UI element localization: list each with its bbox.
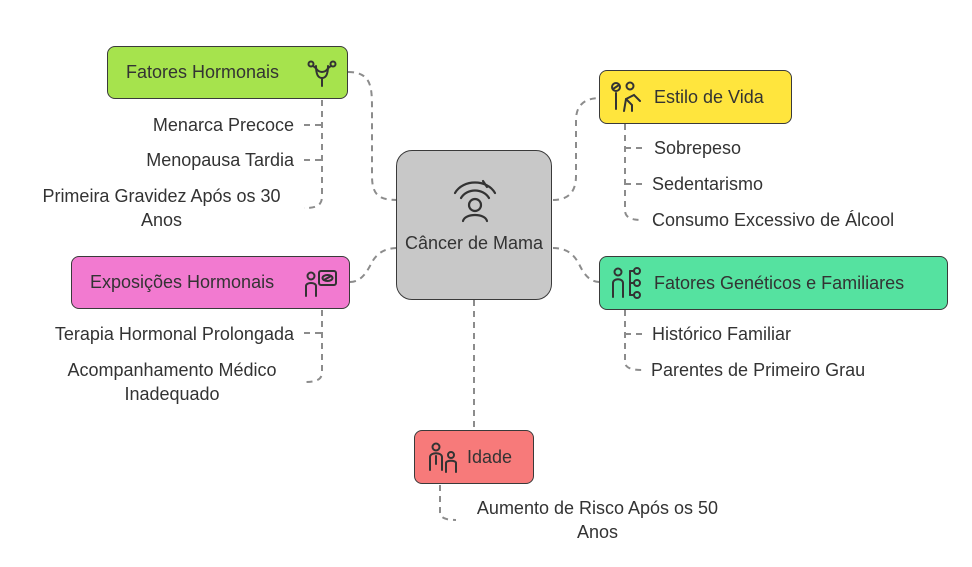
branch-fatores-geneticos: Fatores Genéticos e Familiares [599,256,948,310]
leaf-sobrepeso: Sobrepeso [654,138,742,158]
link-exposicoes-items [303,310,323,383]
center-label: Câncer de Mama [404,233,544,253]
branch-idade: Idade [414,430,534,484]
link-hormonal [347,71,399,201]
uterus-icon [307,60,337,87]
leaf-consumo-alcool: Consumo Excessivo de Álcool [652,210,895,230]
branch-label: Exposições Hormonais [90,272,275,292]
branch-label: Fatores Hormonais [126,62,280,82]
family-tree-icon [612,267,641,299]
branch-label: Fatores Genéticos e Familiares [654,272,905,293]
people-icon [429,442,457,473]
leaf-primeira-gravidez: Primeira Gravidez Após os 30 Anos [42,186,281,230]
medical-board-icon [305,270,337,297]
leaf-acompanhamento-medico: Acompanhamento Médico Inadequado [67,360,277,404]
branch-exposicoes-hormonais: Exposições Hormonais [71,256,350,309]
link-geneticos-items [624,310,643,371]
link-estilo [552,97,601,201]
lifestyle-person-icon [611,81,641,112]
branch-fatores-hormonais: Fatores Hormonais [107,46,348,99]
link-exposicoes [349,247,399,283]
leaf-aumento-risco: Aumento de Risco Após os 50 Anos [476,498,719,542]
branch-label: Estilo de Vida [654,86,764,107]
link-idade-items [439,485,457,521]
leaf-historico-familiar: Histórico Familiar [652,324,792,344]
link-geneticos [552,247,601,283]
leaf-sedentarismo: Sedentarismo [652,174,764,194]
breast-cancer-woman-icon [453,179,497,223]
branch-label: Idade [467,446,513,467]
link-hormonal-items [303,100,323,209]
leaf-parentes-primeiro-grau: Parentes de Primeiro Grau [651,360,866,380]
leaf-menopausa-tardia: Menopausa Tardia [146,150,294,170]
leaf-terapia-hormonal: Terapia Hormonal Prolongada [54,324,294,344]
link-estilo-items [624,124,643,221]
center-node: Câncer de Mama [396,150,552,300]
leaf-menarca-precoce: Menarca Precoce [152,115,294,135]
branch-estilo-de-vida: Estilo de Vida [599,70,792,124]
